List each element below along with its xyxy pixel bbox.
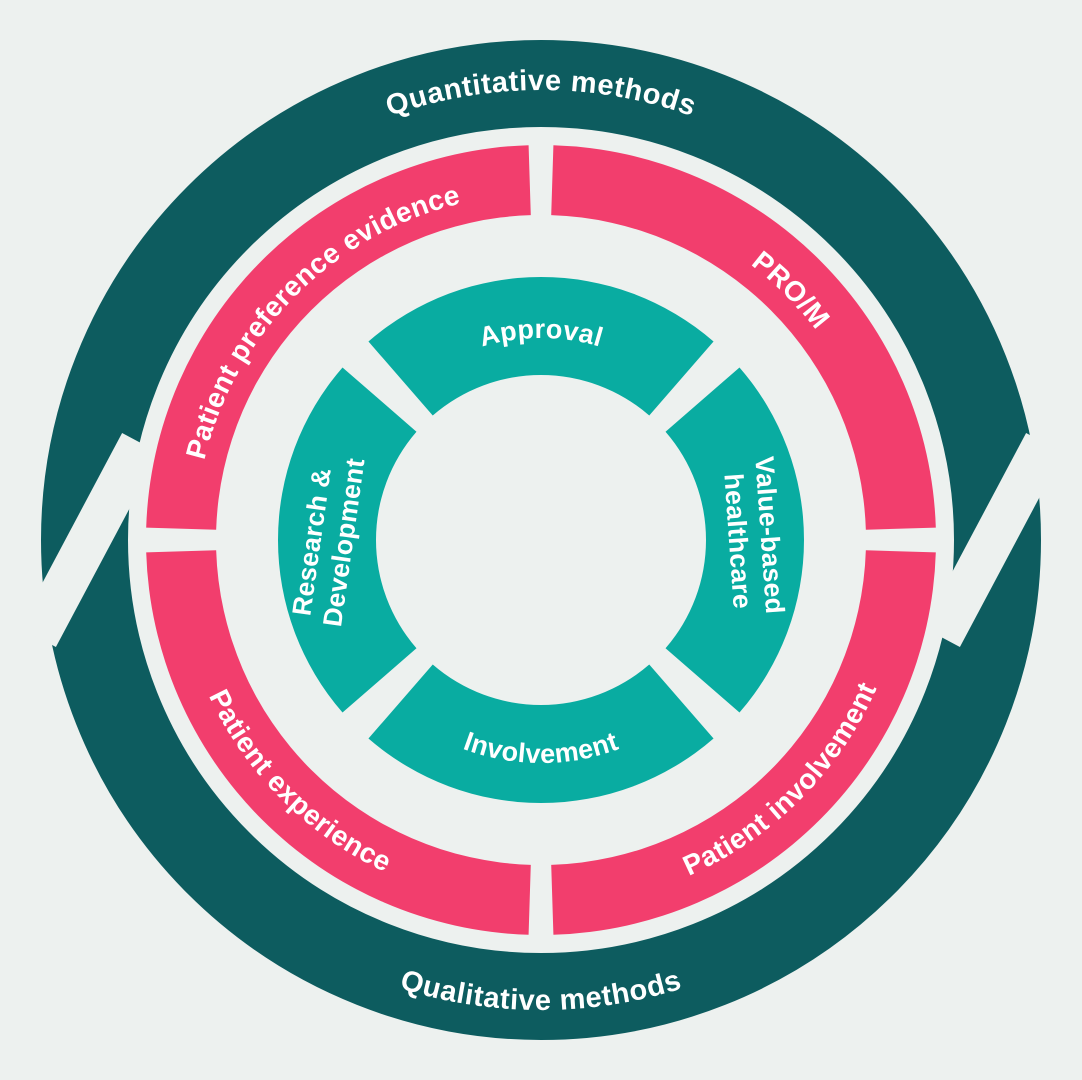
middle-ring-segment-top-left [146, 145, 531, 530]
middle-ring-segment-top-right [551, 145, 936, 530]
middle-ring-segment-bottom-left [146, 550, 531, 935]
inner-ring-segment-bottom [368, 664, 714, 803]
outer-ring-break-right [922, 433, 1064, 647]
inner-ring-segment-top [368, 277, 714, 416]
inner-ring-segment-right [665, 367, 804, 713]
outer-ring-break-left [18, 433, 160, 647]
inner-ring-segment-left [278, 367, 417, 713]
middle-ring-segment-bottom-right [551, 550, 936, 935]
